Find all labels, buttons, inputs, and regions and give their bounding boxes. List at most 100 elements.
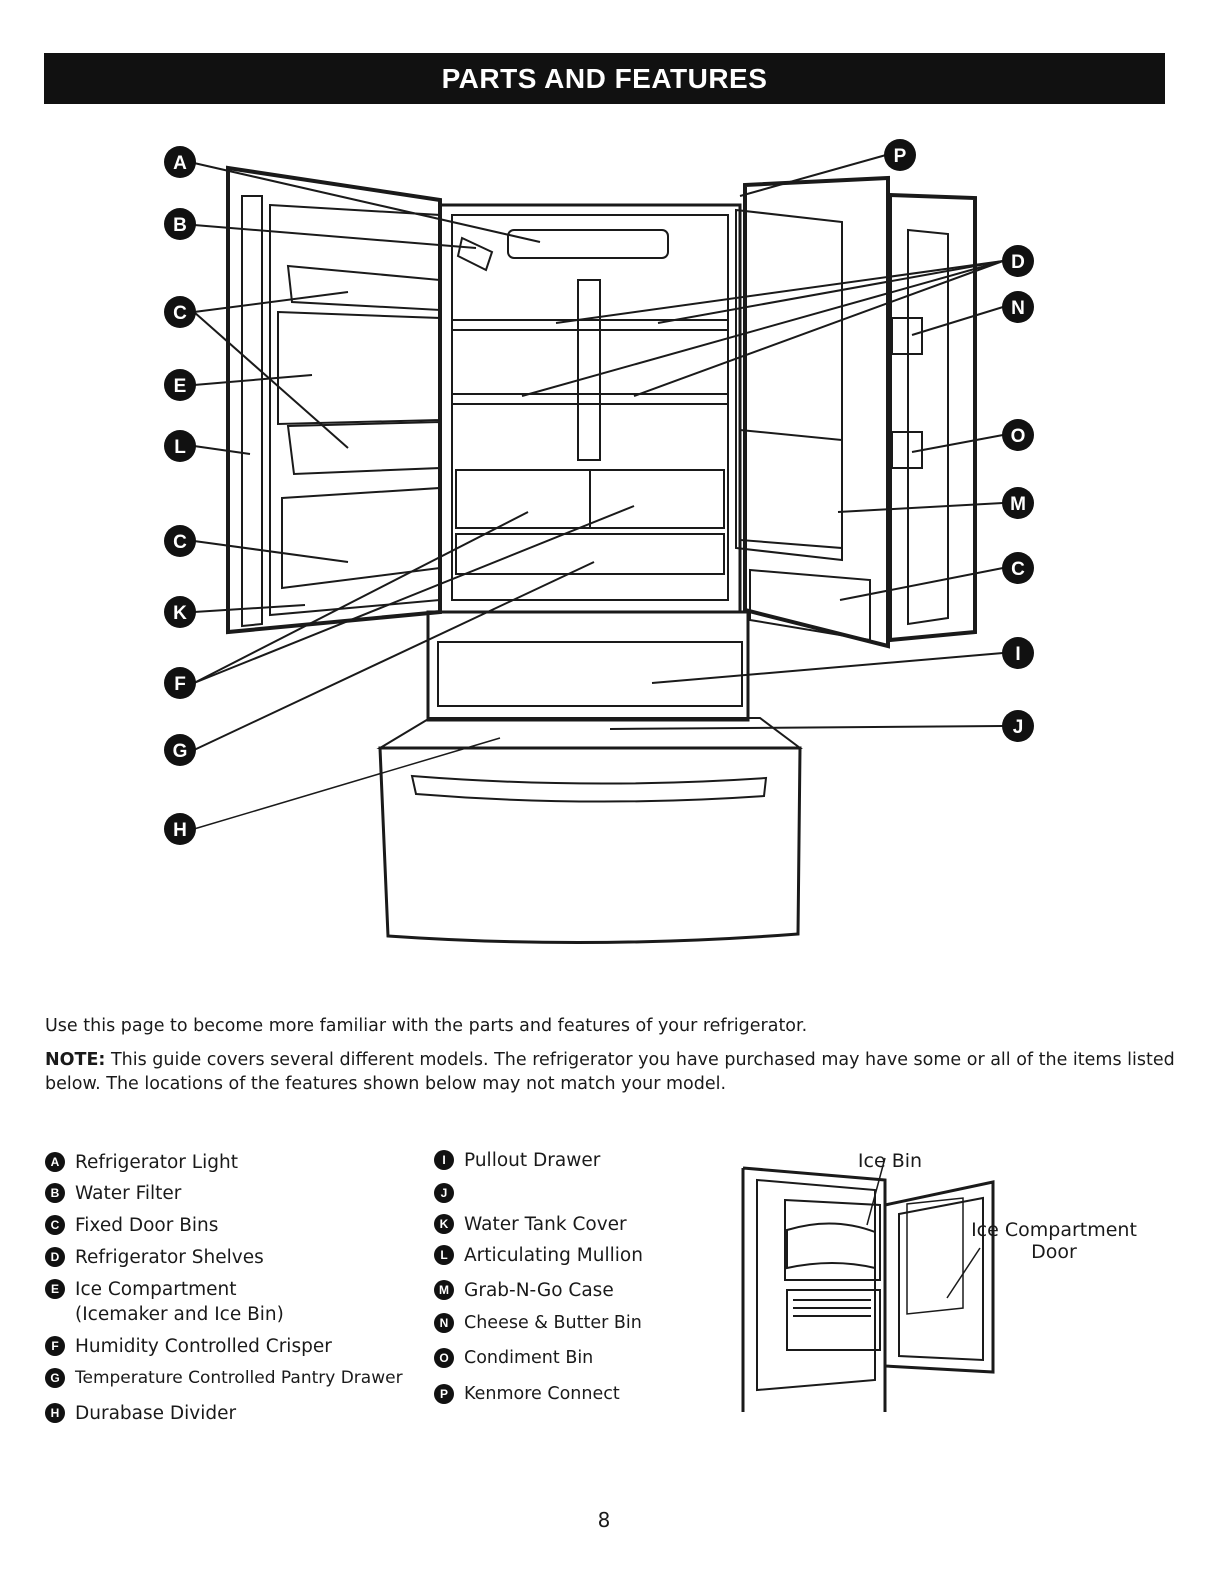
note-text: This guide covers several different mode… [45, 1050, 1175, 1094]
callout-badge-b [164, 208, 196, 240]
callout-letter-p: P [894, 146, 907, 167]
callout-badge-i [1002, 637, 1034, 669]
refrigerator-diagram: A B C E L C K F G H P D N O M C I J [164, 139, 1034, 945]
callout-letter-o: O [1011, 426, 1026, 447]
callout-letter-m: M [1010, 494, 1026, 515]
badge-n: N [434, 1313, 454, 1333]
callout-letter-f: F [174, 674, 186, 695]
callout-badge-n [1002, 291, 1034, 323]
callout-letter-e: E [174, 376, 187, 397]
lower-shelf [451, 393, 729, 405]
badge-c: C [45, 1215, 65, 1235]
upper-shelf [451, 319, 729, 331]
badge-e: E [45, 1279, 65, 1299]
badge-j: J [434, 1183, 454, 1203]
left-door-bin-mid [286, 420, 441, 476]
right-door-edge [888, 192, 977, 643]
badge-h: H [45, 1403, 65, 1423]
grab-n-go-case [739, 428, 843, 550]
badge-l: L [434, 1245, 454, 1265]
badge-g: G [45, 1368, 65, 1388]
badge-k: K [434, 1214, 454, 1234]
right-door-bin-bottom [749, 568, 871, 642]
callout-letter-c: C [173, 532, 187, 553]
badge-p: P [434, 1384, 454, 1404]
crisper-drawers [455, 469, 725, 529]
note-label: NOTE: [45, 1050, 106, 1070]
callout-badge-j [1002, 710, 1034, 742]
callout-letter-h: H [173, 820, 187, 841]
callout-letter-d: D [1011, 252, 1025, 273]
right-door-gasket [907, 228, 949, 626]
callout-letter-i: I [1015, 644, 1020, 665]
callout-badge-m [1002, 487, 1034, 519]
ice-bin-label: Ice Bin [857, 1150, 923, 1172]
badge-b: B [45, 1183, 65, 1203]
center-rail [577, 279, 601, 461]
callout-letter-l: L [174, 437, 186, 458]
durabase-divider [376, 717, 803, 749]
page-header-banner: PARTS AND FEATURES [44, 53, 1165, 104]
badge-m: M [434, 1280, 454, 1300]
callout-badge-g [164, 734, 196, 766]
badge-i: I [434, 1150, 454, 1170]
callout-badge-c [164, 296, 196, 328]
callout-badge-o [1002, 419, 1034, 451]
callout-badge-h [164, 813, 196, 845]
right-door-liner [735, 208, 843, 562]
callout-badge-p [884, 139, 916, 171]
callout-letter-g: G [173, 741, 188, 762]
callout-letter-b: B [173, 215, 187, 236]
callout-badge-d [1002, 245, 1034, 277]
callout-letter-j: J [1013, 717, 1024, 738]
refrigerator-light-housing [507, 229, 669, 259]
badge-d: D [45, 1247, 65, 1267]
intro-paragraph: Use this page to become more familiar wi… [45, 1016, 808, 1036]
callout-badge-e [164, 369, 196, 401]
freezer-drawer [378, 746, 802, 945]
callout-badge-c [164, 525, 196, 557]
callout-letter-a: A [173, 153, 187, 174]
callout-letter-c: C [1011, 559, 1025, 580]
left-door-bin-bottom [281, 486, 441, 590]
door-gasket-left [241, 195, 263, 628]
page-title: PARTS AND FEATURES [441, 62, 768, 94]
page-number: 8 [597, 1508, 611, 1532]
pullout-drawer [437, 641, 743, 707]
callout-badge-f [164, 667, 196, 699]
callout-letter-c: C [173, 303, 187, 324]
callout-badge-a [164, 146, 196, 178]
ice-compartment-inset: Ice Bin Ice Compartment Door [735, 1150, 1155, 1420]
callout-letter-n: N [1011, 298, 1025, 319]
cheese-butter-bin [891, 317, 923, 355]
water-filter-housing [456, 236, 494, 272]
badge-f: F [45, 1336, 65, 1356]
ice-compartment-door-label: Ice Compartment Door [971, 1219, 1137, 1263]
freezer-handle [410, 774, 768, 803]
badge-o: O [434, 1348, 454, 1368]
badge-a: A [45, 1152, 65, 1172]
fresh-food-cabinet [438, 203, 742, 614]
callout-letter-k: K [173, 603, 187, 624]
callout-badge-k [164, 596, 196, 628]
left-door-outline [226, 165, 442, 635]
lower-cabinet [426, 610, 750, 722]
ice-compartment-illustration [741, 1157, 995, 1412]
